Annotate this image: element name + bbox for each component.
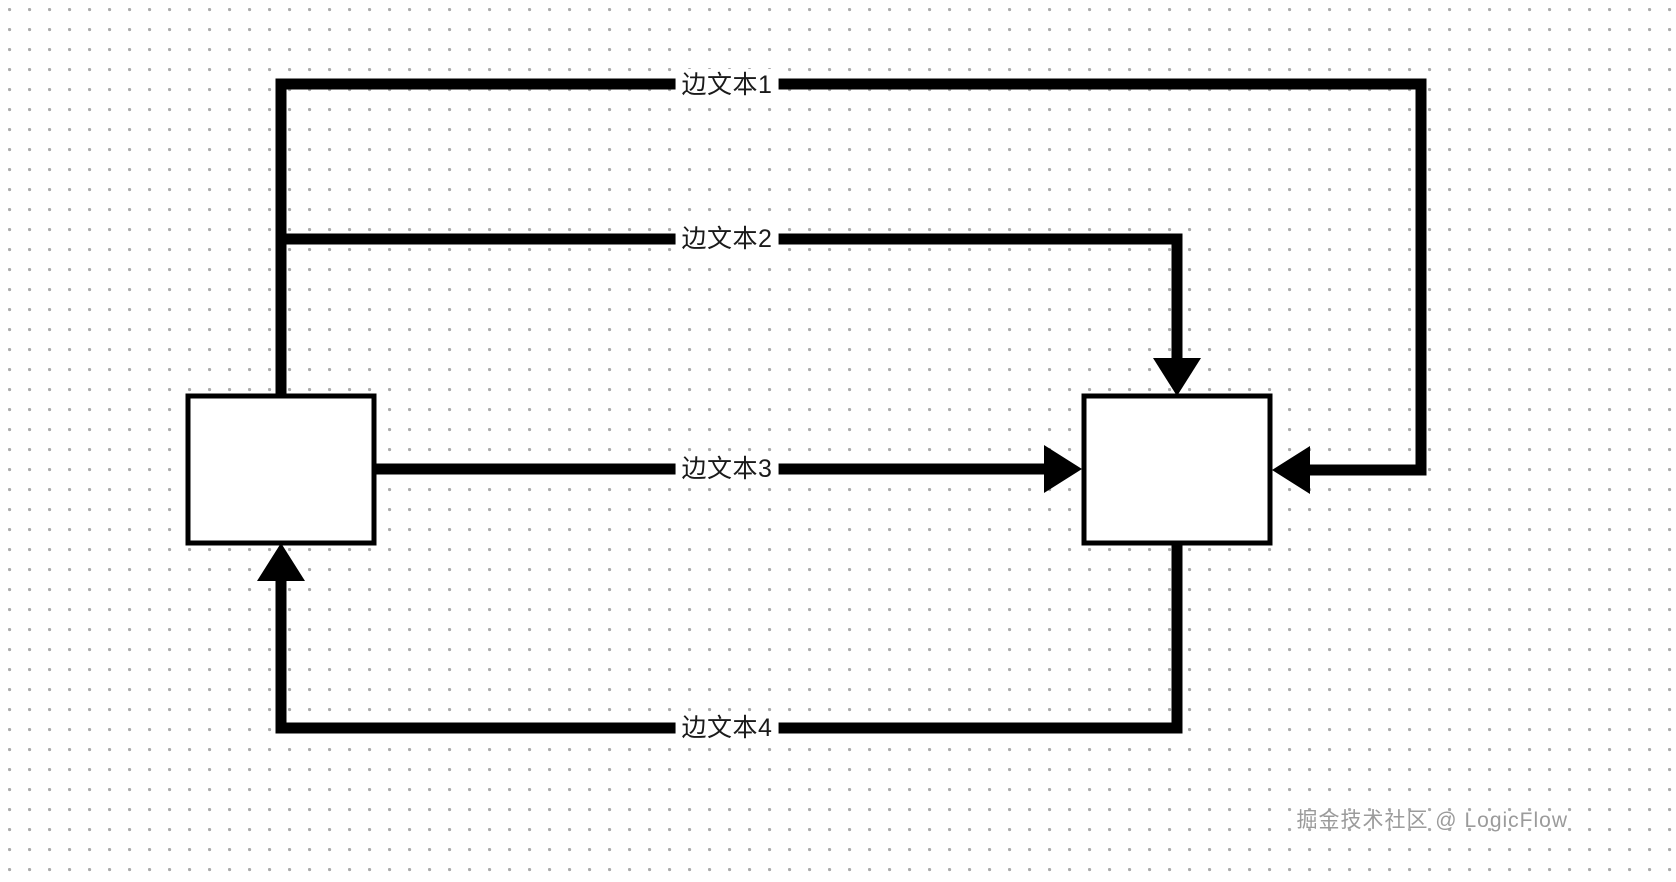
edge-3-label[interactable]: 边文本3 [675,453,779,485]
edge-1-arrowhead-left-icon [1272,446,1310,494]
node-left-rect[interactable] [185,393,377,546]
edge-4-polyline[interactable] [275,543,1183,734]
edge-2[interactable] [275,233,1201,396]
edge-1[interactable] [275,78,1427,494]
watermark-text: 掘金技术社区 @ LogicFlow [1296,809,1568,832]
edge-3-arrowhead-right-icon [1044,445,1082,493]
node-right-rect[interactable] [1081,393,1273,546]
edge-2-arrowhead-down-icon [1153,358,1201,396]
edge-2-polyline[interactable] [275,233,1183,396]
edge-4[interactable] [257,543,1183,734]
edge-4-arrowhead-up-icon [257,543,305,581]
edge-2-label[interactable]: 边文本2 [675,223,779,255]
edge-1-label[interactable]: 边文本1 [675,69,779,101]
edge-4-label[interactable]: 边文本4 [675,712,779,744]
edge-1-polyline[interactable] [275,78,1427,476]
